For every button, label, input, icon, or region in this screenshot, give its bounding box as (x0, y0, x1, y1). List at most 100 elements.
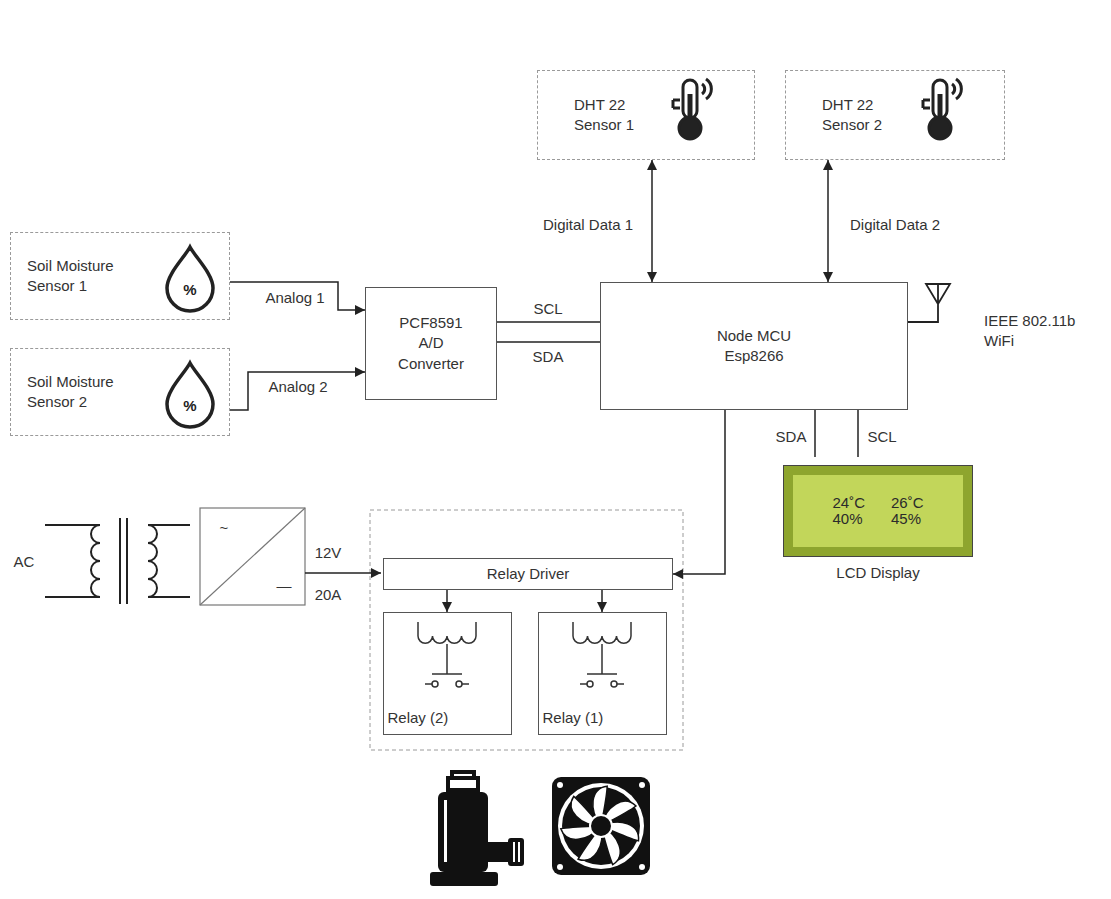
fan-icon (590, 815, 612, 837)
signal-label: SCL (865, 427, 898, 447)
sensor-box: Soil Moisture Sensor 1 (10, 232, 230, 320)
transformer-symbol (148, 525, 190, 597)
node-label: Relay (2) (388, 708, 508, 728)
signal-label: SDA (774, 427, 809, 447)
signal-connector (827, 160, 829, 282)
relay-coil-symbol (418, 622, 476, 687)
controller-box: Node MCU Esp8266 (600, 282, 908, 410)
water-pump-icon (430, 772, 524, 886)
node-label: DHT 22 Sensor 1 (574, 95, 656, 136)
signal-label: Digital Data 1 (541, 215, 635, 235)
signal-connector (230, 372, 365, 410)
transformer-symbol (45, 518, 190, 604)
thermometer-icon (952, 84, 955, 94)
signal-connector (814, 410, 816, 457)
fan-icon (552, 777, 650, 875)
sensor-box: Soil Moisture Sensor 2 (10, 348, 230, 436)
signal-connector (446, 590, 448, 612)
node-label: Soil Moisture Sensor 2 (27, 372, 145, 413)
relay-box: Relay (1) (538, 612, 667, 735)
node-label: Soil Moisture Sensor 1 (27, 256, 145, 297)
antenna-symbol (908, 284, 950, 322)
fan-icon (558, 783, 644, 869)
signal-connector (601, 590, 603, 612)
node-label: LCD Display (753, 565, 1003, 581)
sensor-box: DHT 22 Sensor 2 (785, 70, 1005, 160)
thermometer-icon (706, 79, 711, 99)
power-label: AC (12, 552, 37, 572)
relay-coil-symbol (418, 622, 476, 643)
signal-connector (857, 410, 859, 457)
water-pump-icon (518, 842, 520, 862)
voltage-label: 12V (313, 543, 344, 563)
supply-wire (305, 572, 381, 574)
signal-connector (230, 282, 365, 310)
relay-coil-symbol (425, 644, 469, 684)
transformer-symbol (45, 525, 100, 597)
signal-label: SDA (531, 347, 566, 367)
wifi-label: IEEE 802.11b WiFi (982, 311, 1086, 350)
thermometer-icon (673, 79, 711, 139)
percent-mark: % (181, 396, 198, 416)
signal-connector (651, 160, 653, 282)
water-pump-icon (488, 842, 510, 862)
transformer-symbol (120, 518, 127, 604)
thermometer-icon (922, 100, 925, 108)
water-pump-icon (430, 872, 498, 886)
relay-coil-symbol (580, 644, 624, 684)
thermometer-icon (702, 84, 705, 94)
lcd-display: 24˚C26˚C40%45%LCD Display (784, 466, 972, 556)
thermometer-icon (938, 94, 943, 122)
reading-text: 40% (832, 511, 865, 527)
signal-label: Analog 2 (266, 377, 329, 397)
signal-connector (497, 321, 600, 323)
signal-connector (497, 341, 600, 343)
fan-icon (639, 782, 645, 788)
relay-coil-symbol (456, 681, 462, 687)
water-pump-icon (513, 842, 515, 862)
signal-label: Digital Data 2 (848, 215, 942, 235)
relay-coil-symbol (432, 681, 438, 687)
moisture-drop-icon (167, 247, 213, 427)
signal-connector (673, 410, 725, 574)
fan-icon (639, 864, 645, 870)
node-label: Node MCU Esp8266 (693, 326, 815, 367)
ac-mark: ~ (218, 518, 231, 538)
driver-box: Relay Driver (383, 558, 673, 590)
ac-dc-converter (200, 508, 305, 605)
water-pump-icon (508, 838, 524, 866)
moisture-drop-icon (167, 247, 213, 311)
water-pump-icon (444, 800, 447, 862)
ac-dc-converter (200, 508, 305, 605)
fan-icon (552, 777, 650, 875)
thermometer-icon (923, 79, 961, 139)
thermometer-icon (956, 79, 961, 99)
signal-label: Analog 1 (263, 288, 326, 308)
relay-coil-symbol (587, 681, 593, 687)
ac-dc-converter (200, 508, 305, 605)
node-label: Relay Driver (418, 564, 638, 584)
thermometer-icon (672, 100, 675, 108)
relay-coil-symbol (573, 622, 631, 687)
relay-coil-symbol (573, 622, 631, 643)
water-pump-icon (448, 772, 478, 790)
sensor-box: DHT 22 Sensor 1 (537, 70, 755, 160)
node-label: DHT 22 Sensor 2 (822, 95, 904, 136)
node-label: Relay (1) (543, 708, 663, 728)
fan-icon (557, 782, 563, 788)
reading-text: 45% (891, 511, 924, 527)
reading-text: 24˚C (832, 495, 865, 511)
relay-coil-symbol (611, 681, 617, 687)
relay-board-outline (370, 510, 683, 750)
thermometer-icon (688, 94, 693, 122)
fan-icon (557, 864, 563, 870)
converter-box: PCF8591 A/D Converter (365, 287, 497, 400)
signal-label: SCL (531, 299, 564, 319)
percent-mark: % (181, 280, 198, 300)
relay-box: Relay (2) (383, 612, 512, 735)
node-label: PCF8591 A/D Converter (386, 313, 476, 374)
current-label: 20A (313, 585, 344, 605)
